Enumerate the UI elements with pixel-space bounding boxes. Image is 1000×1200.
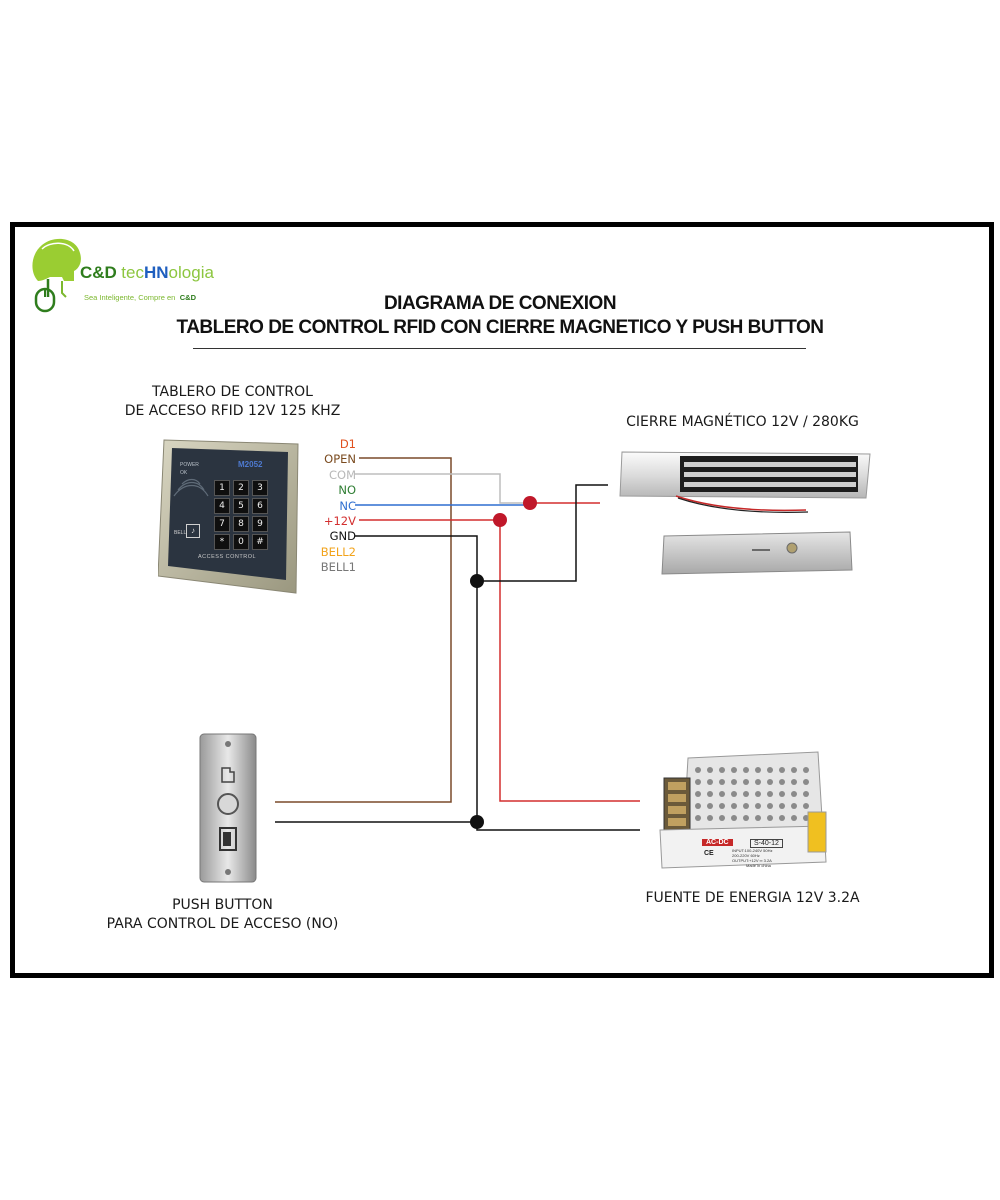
pin-label-bell2: BELL2: [320, 544, 356, 559]
maglock-body: [616, 448, 874, 513]
pin-label-com: COM: [328, 467, 356, 482]
keypad-key: 6: [252, 498, 268, 514]
logo-wordmark: C&D tecHNologia: [80, 263, 214, 283]
power-led-label: POWER: [180, 462, 199, 468]
diagram-title-line1: DIAGRAMA DE CONEXION: [383, 293, 617, 314]
keypad-key: 9: [252, 516, 268, 532]
pin-label-d1: D1: [339, 437, 356, 451]
keypad-key: 2: [233, 480, 249, 496]
keypad-key: 7: [214, 516, 230, 532]
brand-logo: C&D tecHNologia Sea Inteligente, Compre …: [28, 233, 214, 313]
access-control-label: ACCESS CONTROL: [198, 554, 257, 560]
psu-ce-mark: CE: [704, 850, 714, 857]
pin-label-bell1: BELL1: [320, 560, 356, 575]
pin-label-12v: +12V: [323, 514, 356, 528]
logo-tec: tec: [121, 263, 144, 282]
psu-spec-input2: 200-220V 60Hz: [732, 853, 760, 858]
psu-spec-input: INPUT:100-240V 50Hz: [732, 848, 773, 853]
keypad-key: 8: [233, 516, 249, 532]
pin-label-nc: NC: [339, 498, 356, 513]
psu-brand-badge: AC-DC: [702, 839, 733, 846]
maglock-armature-plate: [660, 530, 856, 578]
logo-cd: C&D: [80, 263, 117, 282]
brain-head-icon: [32, 238, 81, 313]
title-underline: [193, 348, 806, 349]
rfid-label-line1: TABLERO DE CONTROL: [152, 384, 313, 400]
bell-label: BELL: [174, 530, 187, 536]
keypad-key: #: [252, 534, 268, 550]
pin-label-open: OPEN: [324, 452, 356, 467]
push-button-label-line2: PARA CONTROL DE ACCESO (NO): [106, 916, 339, 932]
power-supply-device: AC-DC S-40-12 CE INPUT:100-240V 50Hz 200…: [658, 750, 838, 874]
pin-label-gnd: GND: [329, 529, 356, 544]
psu-spec-output: OUTPUT:+12V ═ 3.2A: [732, 858, 772, 863]
push-button-label-line1: PUSH BUTTON: [172, 897, 273, 913]
keypad-key: 1: [214, 480, 230, 496]
psu-made-in: Made in china: [746, 863, 771, 868]
model-label: M2052: [238, 460, 263, 469]
bell-icon: ♪: [186, 524, 200, 538]
logo-tagline: Sea Inteligente, Compre en C&D: [84, 293, 197, 302]
keypad-key: 0: [233, 534, 249, 550]
keypad-key: 4: [214, 498, 230, 514]
keypad-key: 3: [252, 480, 268, 496]
diagram-title-line2: TABLERO DE CONTROL RFID CON CIERRE MAGNE…: [176, 317, 824, 338]
psu-model: S-40-12: [750, 839, 783, 848]
rfid-label-line2: DE ACCESO RFID 12V 125 KHZ: [124, 403, 341, 419]
power-supply-label: FUENTE DE ENERGIA 12V 3.2A: [645, 890, 860, 906]
ok-led-label: OK: [180, 470, 188, 476]
logo-ologia: ologia: [168, 263, 214, 282]
logo-hn: HN: [143, 263, 169, 282]
keypad-key: 5: [233, 498, 249, 514]
maglock-label: CIERRE MAGNÉTICO 12V / 280KG: [626, 414, 859, 430]
pin-label-no: NO: [338, 483, 356, 498]
push-button-device: [196, 732, 260, 884]
keypad-key: *: [214, 534, 230, 550]
